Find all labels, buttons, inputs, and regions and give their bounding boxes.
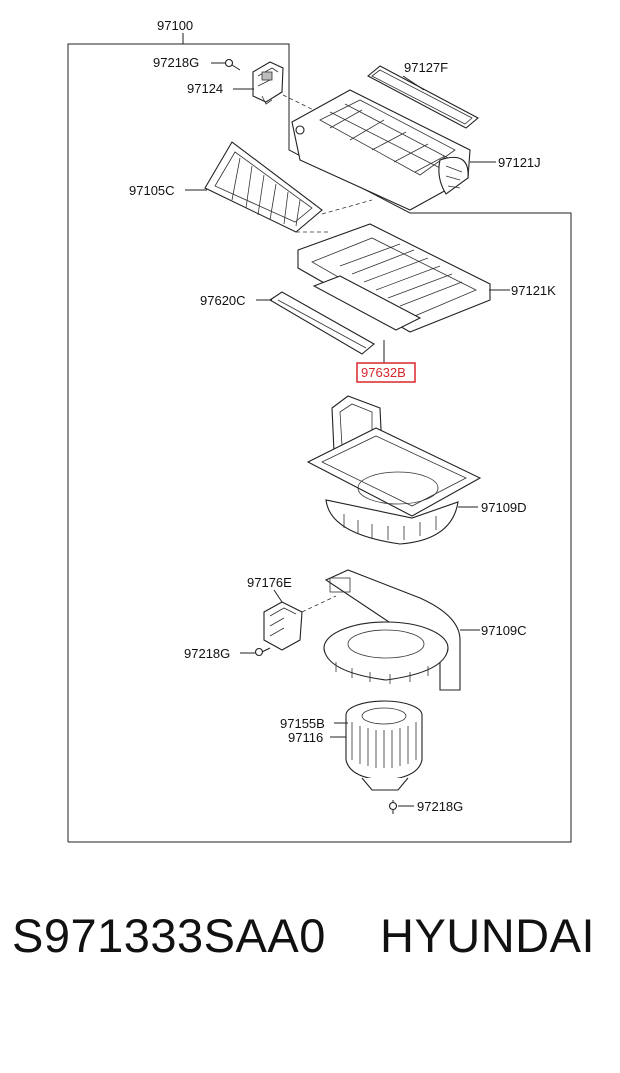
label-screw-mid: 97218G xyxy=(184,646,230,661)
label-motor-a: 97155B xyxy=(280,716,325,731)
screw-bottom-part xyxy=(388,800,398,814)
resistor-part xyxy=(263,589,303,651)
label-filter-cover: 97105C xyxy=(129,183,175,198)
parts-diagram: 97100 97218G 97124 97127F 97121J 97105C … xyxy=(67,18,572,843)
label-assembly: 97100 xyxy=(157,18,193,33)
label-screw-top: 97218G xyxy=(153,55,199,70)
filter-door-part xyxy=(268,291,375,355)
label-actuator: 97124 xyxy=(187,81,223,96)
part-number-text: S971333SAA0 xyxy=(12,909,326,962)
label-filter-frame: 97121K xyxy=(511,283,556,298)
actuator-part xyxy=(252,61,284,105)
lower-case-part xyxy=(323,569,461,691)
intake-case-part xyxy=(291,89,471,211)
filter-frame-part xyxy=(297,223,491,333)
part-labels: 97100 97218G 97124 97127F 97121J 97105C … xyxy=(129,18,556,814)
label-motor-b: 97116 xyxy=(288,730,323,745)
brand-text: HYUNDAI xyxy=(380,909,596,962)
caption: S971333SAA0 HYUNDAI xyxy=(0,908,620,978)
label-filter-door: 97620C xyxy=(200,293,246,308)
label-filter-element: 97632B xyxy=(361,365,406,380)
label-upper-case: 97109D xyxy=(481,500,527,515)
label-lower-case: 97109C xyxy=(481,623,527,638)
screw-top-part xyxy=(224,58,241,71)
filter-cover-part xyxy=(204,141,323,233)
label-resistor: 97176E xyxy=(247,575,292,590)
upper-case-part xyxy=(306,395,482,545)
label-screw-bottom: 97218G xyxy=(417,799,463,814)
seal-part xyxy=(367,65,479,129)
blower-motor-part xyxy=(345,700,423,791)
label-intake-case: 97121J xyxy=(498,155,541,170)
screw-mid-part xyxy=(254,647,271,657)
filter-element-highlight xyxy=(356,362,416,383)
label-seal: 97127F xyxy=(404,60,448,75)
